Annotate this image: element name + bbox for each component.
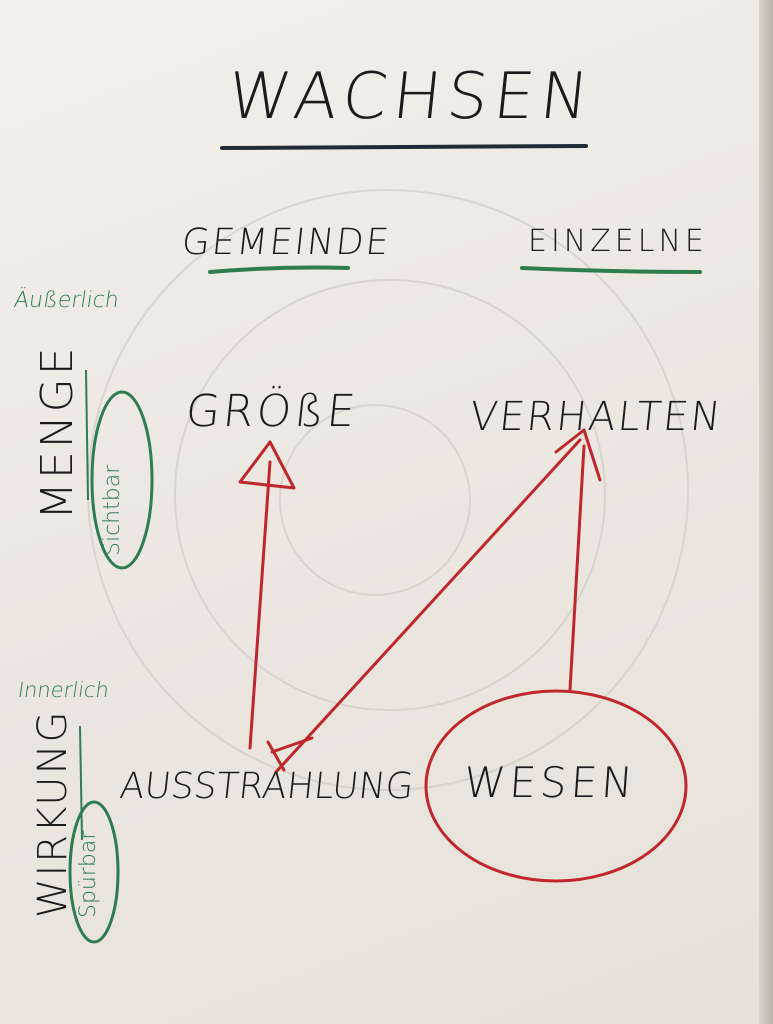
cell-verhalten: VERHALTEN (467, 394, 725, 440)
arrow-ausstrahlung-to-verhalten (274, 438, 582, 774)
arrow-wesen-to-verhalten (568, 444, 586, 692)
paper-edge (759, 0, 773, 1024)
wesen-circle (424, 689, 688, 883)
arrow-tail-mark (266, 736, 314, 772)
right-column-underline (520, 266, 702, 274)
side-label-sichtbar: Sichtbar (100, 464, 125, 556)
spuerbar-circle (68, 800, 120, 944)
cell-ausstrahlung: AUSSTRAHLUNG (117, 766, 416, 807)
side-label-spuerbar: Spürbar (76, 830, 101, 918)
left-column-underline (208, 265, 350, 274)
side-label-wirkung: WIRKUNG (30, 709, 76, 919)
column-label-einzelne: EINZELNE (528, 224, 708, 259)
outer-side-line (85, 369, 89, 501)
row-label-innerlich: Innerlich (16, 678, 111, 702)
sichtbar-circle (90, 390, 154, 570)
cell-wesen: WESEN (462, 758, 639, 807)
side-label-menge: MENGE (32, 344, 83, 520)
arrow-head-verhalten (554, 428, 602, 482)
cell-groesse: GRÖßE (183, 386, 361, 437)
arrow-head-groesse (238, 440, 296, 490)
title-underline (220, 144, 588, 150)
column-label-gemeinde: GEMEINDE (179, 222, 393, 263)
arrow-ausstrahlung-to-groesse (248, 460, 272, 750)
inner-side-line (79, 725, 83, 841)
row-label-aeusserlich: Äußerlich (12, 288, 121, 313)
